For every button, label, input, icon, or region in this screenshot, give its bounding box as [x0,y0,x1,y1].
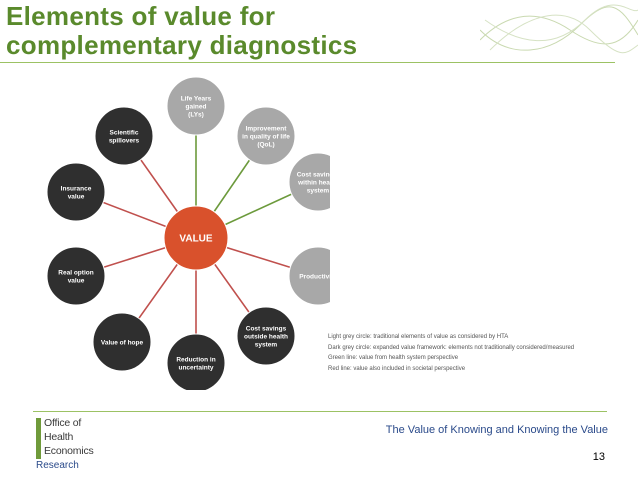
node-circle [288,246,330,306]
value-node: Value of hope [92,312,152,372]
page-number: 13 [592,451,605,463]
node-label: value [68,194,85,201]
node-label: Improvement [246,126,288,133]
diagram-legend: Light grey circle: traditional elements … [328,332,628,374]
legend-item: Light grey circle: traditional elements … [328,334,509,340]
node-circle [46,162,106,222]
node-label: system [307,188,330,195]
node-label: uncertainty [178,365,213,372]
title-line-2: complementary diagnostics [6,30,358,60]
center-label: VALUE [179,234,212,245]
node-label: Value of hope [101,340,144,347]
title-line-1: Elements of value for [6,1,276,31]
legend-item: Green line: value from health system per… [328,355,459,361]
logo-line-1: Office of [44,417,82,429]
node-label: outside health [244,334,288,341]
node-label: Life Years [181,96,212,103]
node-circle [92,312,152,372]
center-circle [163,205,229,271]
legend-item: Red line: value also included in societa… [328,365,466,372]
slide-title: Elements of value for complementary diag… [6,2,476,60]
footer-caption: The Value of Knowing and Knowing the Val… [385,424,608,436]
node-label: Productivity [299,274,330,281]
value-node: Productivity [288,246,330,306]
node-circle [288,152,330,212]
node-label: in quality of life [242,134,290,141]
node-circle [236,306,296,366]
node-circle [166,76,226,136]
node-label: Insurance [61,186,92,193]
node-label: Scientific [110,130,139,137]
node-circle [166,333,226,390]
footer-divider [33,411,607,412]
node-label: Cost savings [246,326,287,333]
node-circle [236,106,296,166]
title-divider [0,62,615,63]
node-label: Reduction in [176,357,215,364]
node-label: value [68,278,85,285]
logo-research: Research [36,460,79,471]
decorative-waves [480,4,638,54]
node-label: (QoL) [257,142,274,149]
logo-bar [36,418,41,459]
node-label: Real option [58,270,93,277]
node-label: within health [297,180,330,187]
ohe-logo: Office of Health Economics Research [36,416,126,474]
logo-line-2: Health [44,431,74,443]
node-circle [94,106,154,166]
node-label: system [255,342,278,349]
node-label: spillovers [109,138,140,145]
logo-line-3: Economics [44,445,94,457]
legend-item: Dark grey circle: expanded value framewo… [328,344,575,351]
node-label: Cost savings: [297,172,330,179]
node-label: (LYs) [188,112,204,119]
node-label: gained [186,104,207,111]
node-circle [46,246,106,306]
